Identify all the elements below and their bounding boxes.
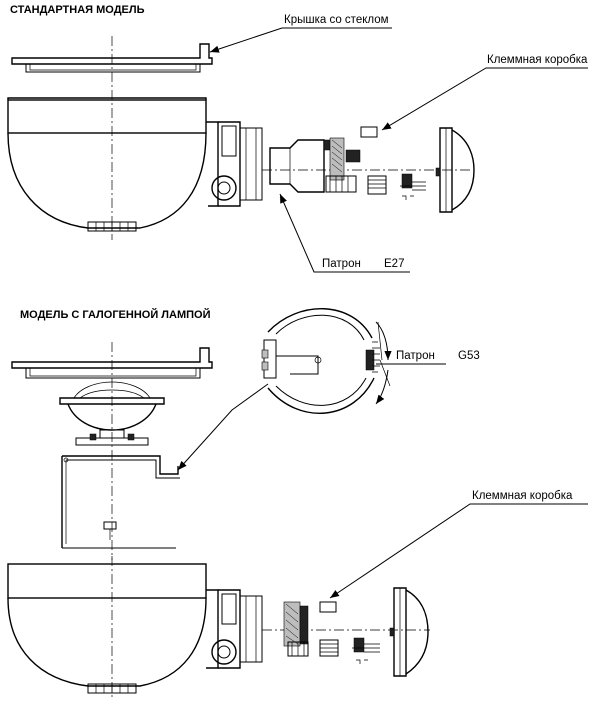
bottom-assembly: Клеммная коробка xyxy=(7,490,588,698)
heading-halogen-model: МОДЕЛЬ С ГАЛОГЕННОЙ ЛАМПОЙ xyxy=(20,308,211,321)
heading-standard-model: СТАНДАРТНАЯ МОДЕЛЬ xyxy=(10,4,145,16)
terminal-block-icon xyxy=(283,601,380,664)
label-socket-e27: Патрон xyxy=(322,258,361,270)
lamp-housing-icon xyxy=(7,563,263,694)
standard-model-assembly: Крышка со стеклом Клеммная коробка Патро… xyxy=(7,14,588,273)
arrow-icon xyxy=(329,503,588,599)
arrow-icon xyxy=(381,67,588,131)
label-terminal-box-top: Клеммная коробка xyxy=(487,54,588,66)
label-socket-g53: Патрон xyxy=(396,350,435,362)
terminal-block-icon xyxy=(325,126,426,200)
socket-icon xyxy=(269,139,333,193)
label-cover-with-glass: Крышка со стеклом xyxy=(284,14,389,26)
bracket-icon xyxy=(61,455,180,549)
cover-with-glass-halogen xyxy=(11,347,213,379)
halogen-reflector-lamp xyxy=(59,381,165,446)
clamp-ring-icon xyxy=(261,308,392,414)
arrow-icon xyxy=(209,27,392,53)
label-terminal-box-bottom: Клеммная коробка xyxy=(472,490,573,502)
cover-with-glass xyxy=(11,43,213,73)
arrow-icon xyxy=(177,383,269,471)
halogen-model-assembly: Патрон G53 xyxy=(11,308,480,560)
label-socket-e27-type: E27 xyxy=(384,258,404,270)
arrow-icon xyxy=(279,193,410,273)
front-cover-right-bottom xyxy=(389,587,429,677)
lamp-housing-icon xyxy=(7,97,263,232)
label-socket-g53-type: G53 xyxy=(458,350,480,362)
front-cover-right-top xyxy=(435,127,475,213)
